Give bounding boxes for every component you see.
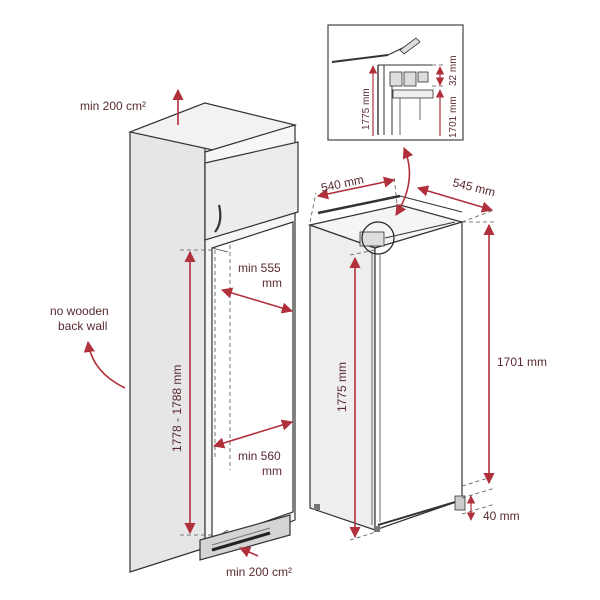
depth-dimension [416, 185, 494, 213]
no-back-wall-label-line1: no wooden [50, 304, 109, 318]
bottom-gap-label: 40 mm [483, 509, 520, 523]
niche-width-top-label-line1: min 555 [238, 261, 281, 275]
hinge-detail-inset [327, 24, 464, 141]
depth-label: 545 mm [451, 175, 496, 199]
niche-height-label: 1778 - 1788 mm [170, 365, 184, 452]
no-back-wall-arrow [83, 340, 126, 389]
detail-gap-label: 32 mm [448, 55, 459, 86]
niche-width-bottom-label-line1: min 560 [238, 449, 281, 463]
door-handle [214, 204, 222, 233]
width-dimension [316, 176, 396, 200]
vent-bottom-label: min 200 cm² [226, 565, 292, 579]
vent-bottom-arrow [238, 546, 259, 558]
niche-width-top-dimension [220, 287, 294, 314]
refrigerator [307, 194, 466, 532]
plinth-vent [199, 514, 291, 561]
appliance-height-label: 1775 mm [335, 362, 349, 412]
detail-link-arrow [395, 146, 414, 216]
kitchen-cabinet [127, 102, 299, 573]
hinge-height-label: 1701 mm [497, 355, 547, 369]
no-back-wall-label-line2: back wall [58, 319, 107, 333]
vent-top-label: min 200 cm² [80, 99, 146, 113]
niche-width-bottom-dimension [212, 419, 294, 449]
detail-circle [361, 221, 395, 255]
detail-hinge-label: 1701 mm [448, 96, 459, 138]
fridge-front [374, 221, 463, 531]
upper-cabinet-door [204, 141, 299, 241]
niche-width-top-label-line2: mm [262, 276, 282, 290]
niche-width-bottom-label-line2: mm [262, 464, 282, 478]
cabinet-side-panel [129, 102, 206, 573]
detail-height-label: 1775 mm [361, 88, 372, 130]
